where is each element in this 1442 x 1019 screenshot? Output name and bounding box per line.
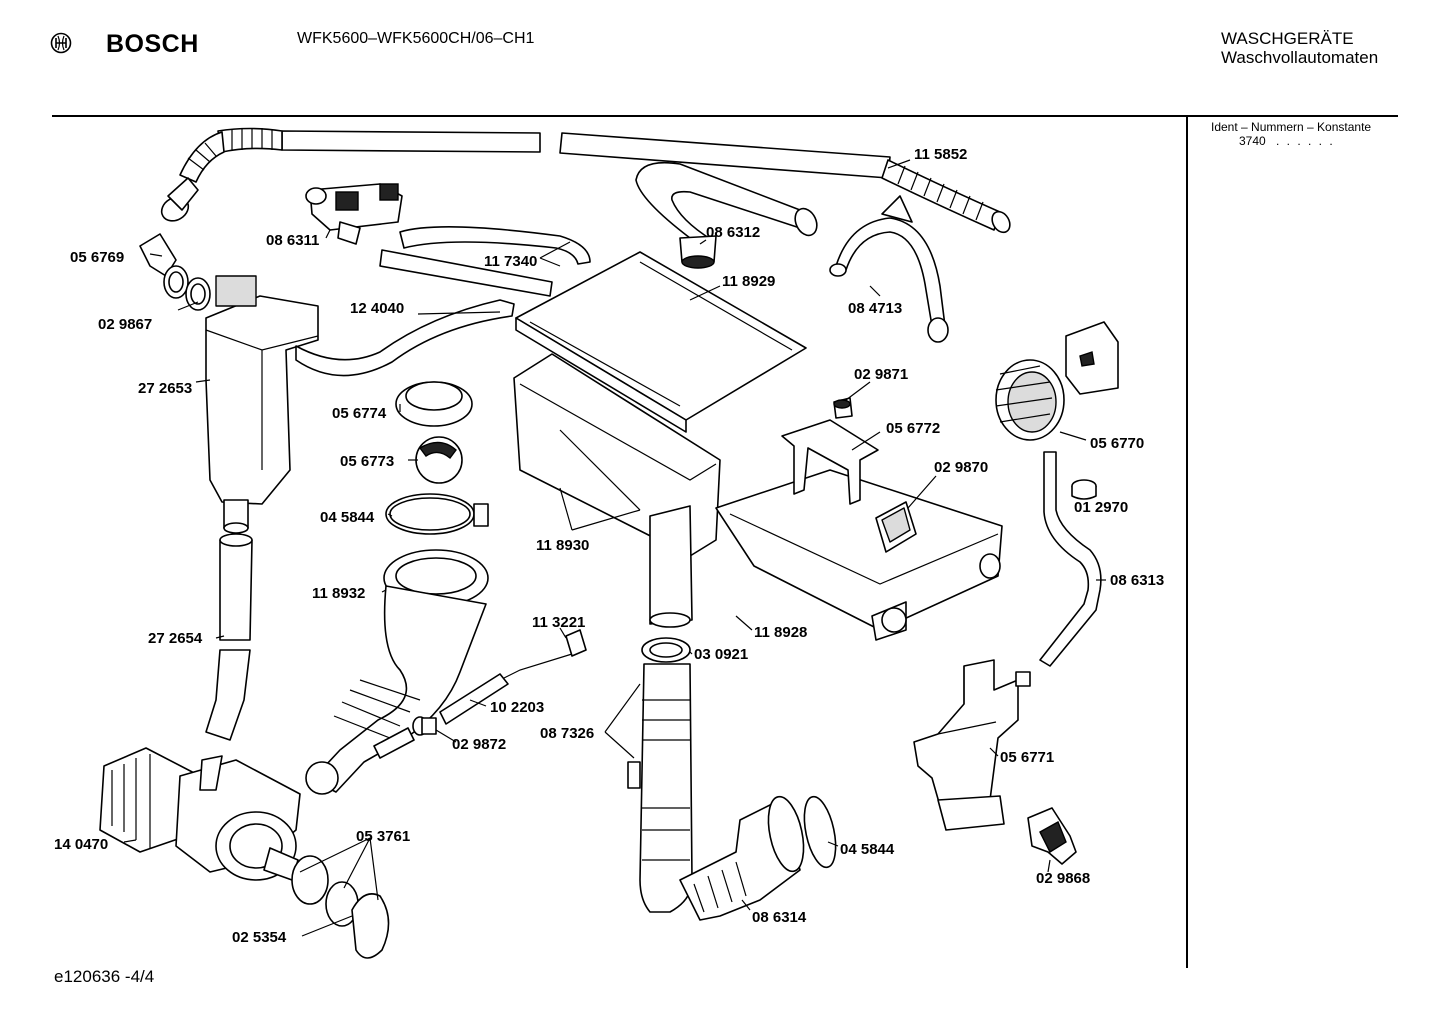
part-label-113221: 11 3221 [532, 614, 585, 631]
part-label-029870: 02 9870 [934, 459, 988, 476]
part-label-272654: 27 2654 [148, 630, 203, 647]
part-label-272653: 27 2653 [138, 380, 192, 397]
sidebar-divider [1186, 116, 1188, 968]
pressure-switch-drawing [995, 321, 1119, 441]
drain-pump-drawing [99, 747, 390, 959]
category-title: WASCHGERÄTE [1221, 29, 1354, 48]
air-trap-chamber-drawing [205, 275, 319, 534]
part-label-115852: 11 5852 [914, 146, 967, 163]
sump-bellows-drawing [305, 549, 489, 795]
solenoid-valve-drawing [305, 183, 403, 245]
tub-drain-elbow-drawing [679, 795, 837, 921]
part-label-102203: 10 2203 [490, 699, 544, 716]
part-label-030921: 03 0921 [694, 646, 748, 663]
grommet-and-hose-drawing [1039, 451, 1102, 667]
part-label-056772: 05 6772 [886, 420, 940, 437]
model-number: WFK5600–WFK5600CH/06–CH1 [297, 30, 535, 47]
inlet-hose-drawing [160, 127, 1011, 234]
ident-value: 3740 [1239, 134, 1266, 148]
ident-dots: . . . . . . [1276, 134, 1335, 148]
part-label-086312: 08 6312 [706, 224, 760, 241]
detergent-drawer-drawing [715, 469, 1003, 641]
drawing-code: e120636 -4/4 [54, 967, 155, 986]
siphon-parts-drawing [781, 397, 917, 553]
part-label-056771: 05 6771 [1000, 749, 1054, 766]
dispenser-lid-drawing [515, 251, 807, 433]
part-label-012970: 01 2970 [1074, 499, 1128, 516]
part-label-124040: 12 4040 [350, 300, 404, 317]
elbow-and-seal-drawing [139, 233, 211, 311]
connection-hoses-drawing [379, 226, 591, 297]
part-label-045844-b: 04 5844 [840, 841, 895, 858]
part-label-117340: 11 7340 [484, 253, 537, 270]
part-label-118928: 11 8928 [754, 624, 807, 641]
part-label-118929: 11 8929 [722, 273, 775, 290]
bent-hose-drawing [635, 161, 818, 269]
drain-hose-drawing [627, 637, 693, 913]
part-label-029867: 02 9867 [98, 316, 152, 333]
leader-lines [123, 159, 1106, 937]
header-divider [52, 115, 1398, 117]
part-label-086313: 08 6313 [1110, 572, 1164, 589]
brand-name: BOSCH [106, 30, 199, 58]
part-label-029871: 02 9871 [854, 366, 908, 383]
category-subtitle: Waschvollautomaten [1221, 48, 1379, 67]
part-label-056773: 05 6773 [340, 453, 394, 470]
part-label-118932: 11 8932 [312, 585, 365, 602]
part-label-056769: 05 6769 [70, 249, 124, 266]
part-label-053761: 05 3761 [356, 828, 410, 845]
hose-272654-drawing [205, 533, 253, 741]
part-label-084713: 08 4713 [848, 300, 902, 317]
part-label-056770: 05 6770 [1090, 435, 1144, 452]
part-label-087326: 08 7326 [540, 725, 594, 742]
bellows-seal-set-drawing [385, 381, 489, 535]
part-label-045844-a: 04 5844 [320, 509, 375, 526]
bosch-armature-icon [50, 32, 72, 54]
check-valve-drawing [1027, 807, 1077, 865]
part-label-086311: 08 6311 [266, 232, 319, 249]
part-label-118930: 11 8930 [536, 537, 589, 554]
dispenser-housing-drawing [513, 353, 721, 628]
part-label-029868: 02 9868 [1036, 870, 1090, 887]
part-label-056774: 05 6774 [332, 405, 387, 422]
part-label-140470: 14 0470 [54, 836, 108, 853]
hose-124040-drawing [295, 299, 515, 377]
clamp-drawing [829, 195, 949, 343]
drain-tube-parts-drawing [373, 629, 587, 759]
level-sensor-drawing [913, 659, 1031, 831]
part-label-025354: 02 5354 [232, 929, 287, 946]
part-label-029872: 02 9872 [452, 736, 506, 753]
ident-label: Ident – Nummern – Konstante [1211, 120, 1372, 134]
part-labels: 11 5852 05 6769 08 6311 08 6312 11 7340 … [54, 146, 1164, 946]
part-label-086314: 08 6314 [752, 909, 807, 926]
